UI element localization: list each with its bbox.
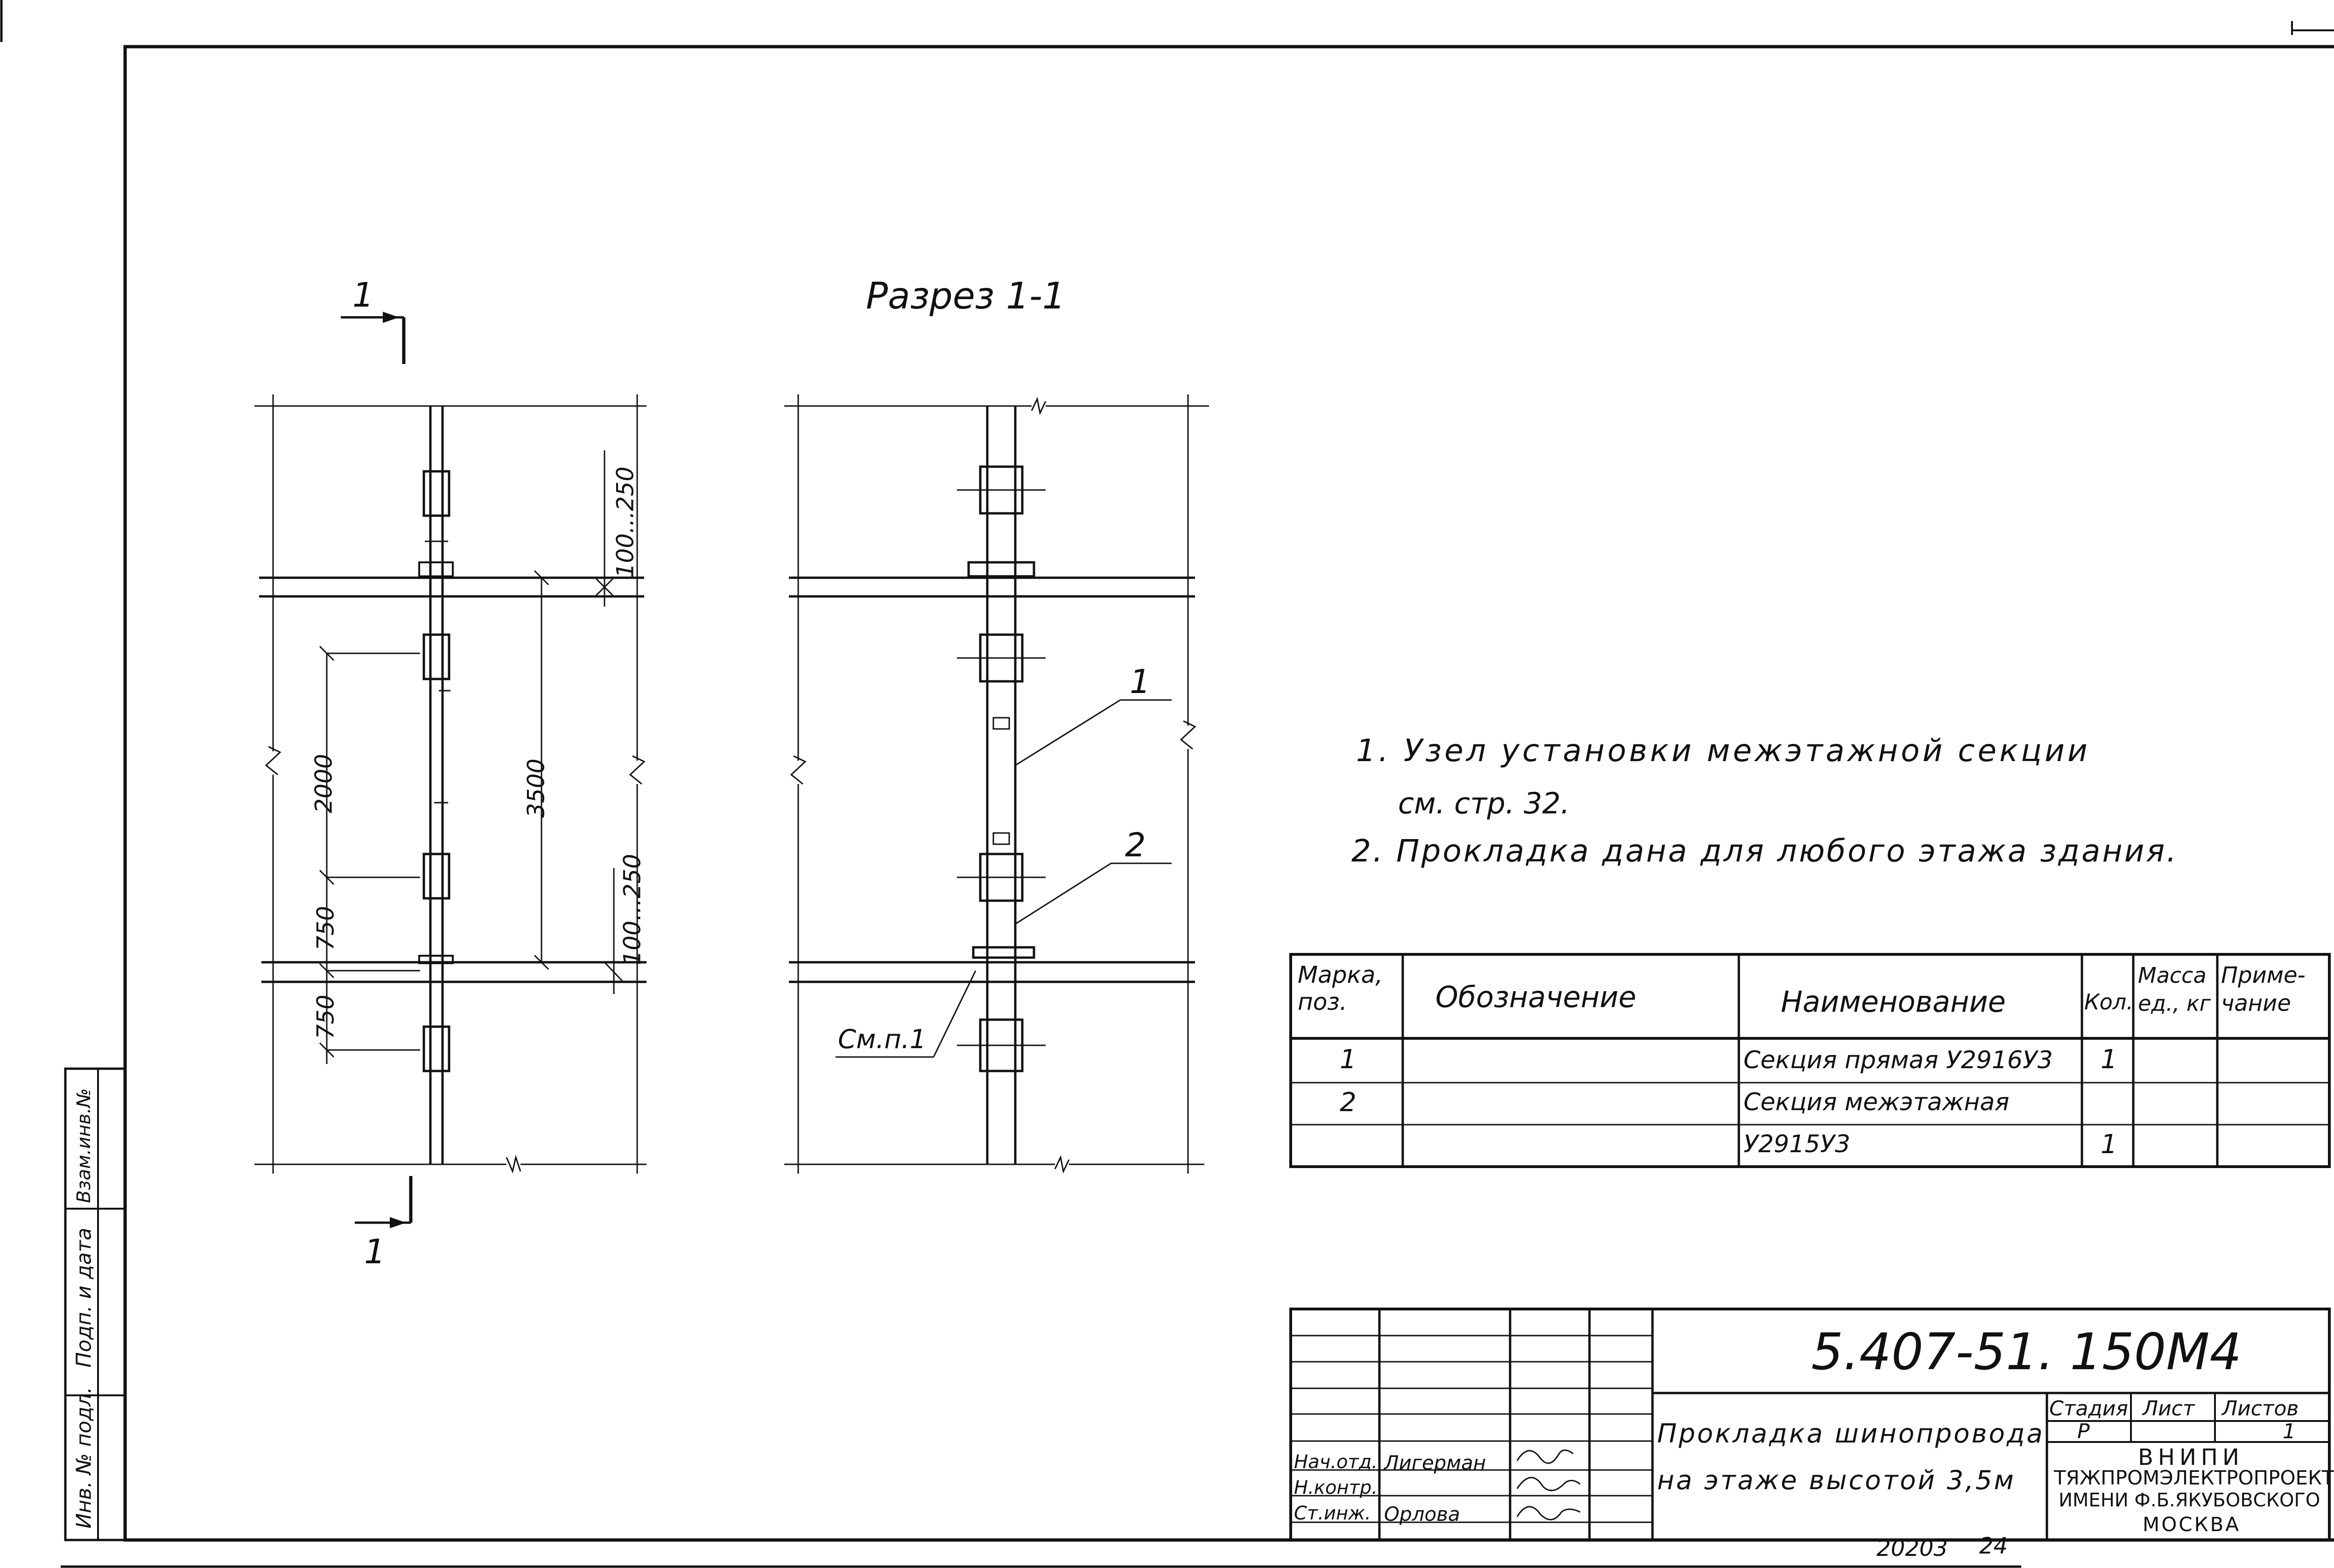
side-stamp-frame	[64, 1067, 127, 1541]
org-line-4: МОСКВА	[2143, 1513, 2241, 1536]
spec-row-2-name: Секция межэтажная	[1743, 1088, 2010, 1116]
spec-header-mark: Марка, поз.	[1298, 961, 1383, 1015]
dim-750-lower: 750	[312, 994, 339, 1039]
drawing-code: 5.407-51. 150М4	[1811, 1323, 2242, 1381]
spec-header-name: Наименование	[1781, 985, 2006, 1019]
note-2: 2. Прокладка дана для любого этажа здани…	[1351, 833, 2179, 869]
sheets-label: Листов	[2222, 1397, 2299, 1421]
footer-number: 20203	[1877, 1535, 1948, 1561]
footer-page: 24	[1979, 1533, 2008, 1559]
spec-header-note: Приме- чание	[2221, 962, 2306, 1016]
section-view	[784, 394, 1209, 1174]
side-stamp-replace: Взам.инв.№	[73, 1088, 95, 1203]
dim-2000: 2000	[310, 754, 337, 813]
dim-3500: 3500	[522, 758, 550, 818]
note-1: 1. Узел установки межэтажной секции	[1356, 733, 2090, 769]
spec-table-grid	[1289, 953, 2331, 1168]
stage-value: Р	[2077, 1420, 2090, 1443]
sheet-label: Лист	[2143, 1397, 2195, 1421]
title-block-grid	[1289, 1308, 2331, 1541]
drawing-title-line-1: Прокладка шинопровода	[1657, 1419, 2045, 1449]
role-1-name: Лигерман	[1384, 1451, 1486, 1474]
section-mark-bottom: 1	[364, 1232, 386, 1271]
spec-header-designation: Обозначение	[1435, 980, 1637, 1014]
org-line-2: ТЯЖПРОМЭЛЕКТРОПРОЕКТ	[2054, 1466, 2334, 1489]
org-line-1: ВНИПИ	[2138, 1444, 2244, 1470]
callout-note-ref: См.п.1	[838, 1024, 927, 1055]
dim-100-250-top: 100...250	[612, 466, 639, 578]
section-mark-top: 1	[352, 275, 374, 315]
spec-row-1-mark: 1	[1340, 1044, 1357, 1075]
spec-header-qty: Кол.	[2084, 989, 2133, 1015]
dim-100-250-bottom: 100...250	[619, 854, 646, 966]
spec-row-3-name: У2915У3	[1743, 1130, 1850, 1158]
role-2: Н.контр.	[1294, 1477, 1378, 1498]
spec-row-2-mark: 2	[1340, 1087, 1357, 1118]
side-stamp-inv: Инв. № подл.	[72, 1386, 96, 1529]
drawing-title-line-2: на этаже высотой 3,5м	[1657, 1465, 2016, 1496]
spec-row-3-qty: 1	[2101, 1129, 2117, 1160]
callout-pos-1: 1	[1130, 663, 1151, 701]
section-title: Разрез 1-1	[866, 275, 1066, 317]
stage-label: Стадия	[2049, 1397, 2128, 1421]
sheets-value: 1	[2283, 1420, 2296, 1443]
role-3-name: Орлова	[1384, 1503, 1460, 1526]
spec-row-1-name: Секция прямая У2916У3	[1743, 1046, 2053, 1074]
role-3: Ст.инж.	[1294, 1503, 1371, 1524]
spec-header-mass: Масса ед., кг	[2138, 963, 2211, 1016]
org-line-3: ИМЕНИ Ф.Б.ЯКУБОВСКОГО	[2059, 1490, 2320, 1511]
spec-row-1-qty: 1	[2101, 1044, 2117, 1075]
dim-750-upper: 750	[312, 906, 339, 951]
side-stamp-sign: Подп. и дата	[72, 1227, 96, 1368]
left-view	[254, 312, 647, 1228]
callout-pos-2: 2	[1125, 826, 1146, 864]
note-1-ref: см. стр. 32.	[1398, 786, 1570, 820]
role-1: Нач.отд.	[1294, 1451, 1378, 1473]
